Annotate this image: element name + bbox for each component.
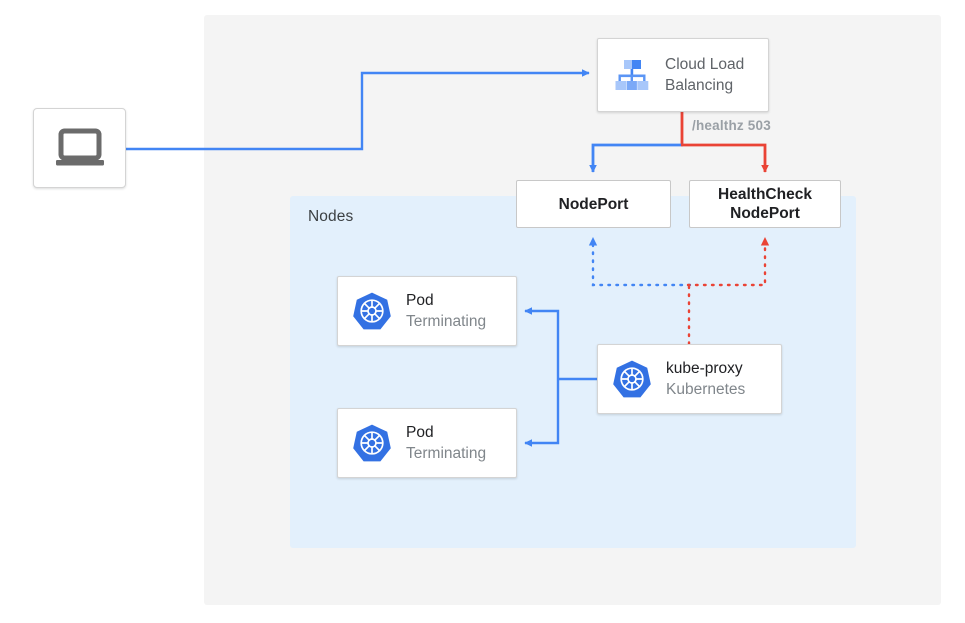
pod-card-1: Pod Terminating bbox=[337, 276, 517, 346]
nodes-panel-label: Nodes bbox=[308, 208, 354, 225]
pod-1-title: Pod bbox=[406, 291, 434, 309]
pod-2-text: Pod Terminating bbox=[406, 423, 486, 464]
cloud-load-balancing-card: Cloud Load Balancing bbox=[597, 38, 769, 112]
healthcheck-nodeport-card: HealthCheck NodePort bbox=[689, 180, 841, 228]
cloud-load-balancing-label: Cloud Load Balancing bbox=[665, 56, 745, 94]
pod-1-status: Terminating bbox=[406, 312, 487, 330]
cloud-load-balancing-icon bbox=[610, 53, 654, 97]
kube-proxy-card: kube-proxy Kubernetes bbox=[597, 344, 782, 414]
client-device-card bbox=[33, 108, 126, 188]
laptop-icon bbox=[55, 128, 104, 166]
healthz-edge-label: /healthz 503 bbox=[692, 118, 771, 133]
kube-proxy-title: kube-proxy bbox=[666, 359, 743, 377]
kube-proxy-subtitle: Kubernetes bbox=[666, 380, 746, 398]
kubernetes-icon bbox=[353, 292, 391, 330]
kubernetes-icon bbox=[353, 424, 391, 462]
nodeport-card: NodePort bbox=[516, 180, 671, 228]
pod-2-title: Pod bbox=[406, 423, 434, 441]
pod-2-status: Terminating bbox=[406, 444, 487, 462]
kube-proxy-text: kube-proxy Kubernetes bbox=[666, 359, 745, 400]
healthcheck-nodeport-label: HealthCheck NodePort bbox=[718, 186, 812, 222]
pod-card-2: Pod Terminating bbox=[337, 408, 517, 478]
pod-1-text: Pod Terminating bbox=[406, 291, 486, 332]
kubernetes-icon bbox=[613, 360, 651, 398]
nodeport-label: NodePort bbox=[558, 195, 629, 213]
